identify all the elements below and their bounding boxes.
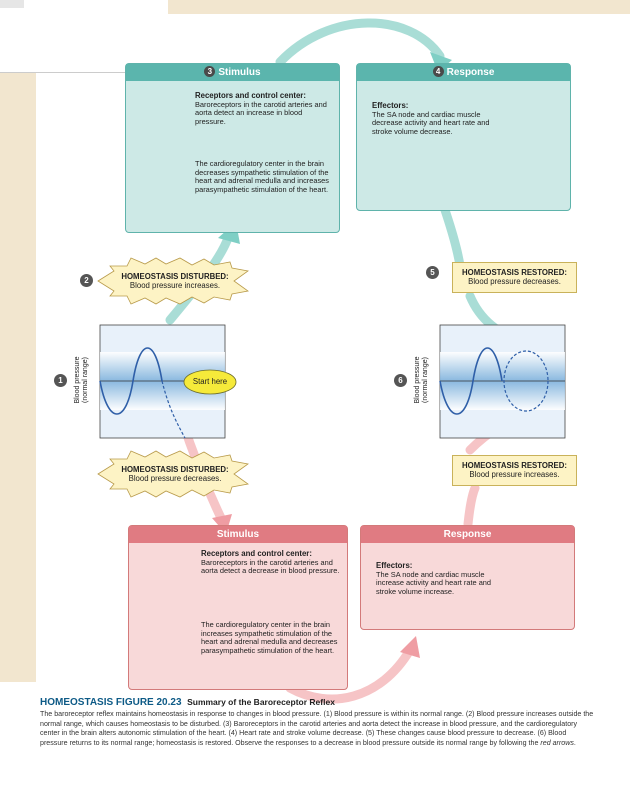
stimulus-box-bottom-title: Stimulus (217, 529, 259, 540)
disturbed-up-text: Blood pressure increases. (130, 281, 220, 290)
response-box-bottom-title: Response (444, 529, 492, 540)
caption-body-italic: red arrows (540, 739, 574, 747)
step-number-5: 5 (426, 266, 439, 279)
stimulus-box-top-title: Stimulus (218, 67, 260, 78)
disturbed-down-heading: HOMEOSTASIS DISTURBED: (120, 465, 230, 474)
disturbed-down-text: Blood pressure decreases. (129, 474, 222, 483)
disturbed-down-label: HOMEOSTASIS DISTURBED:Blood pressure dec… (120, 465, 230, 483)
restored-down-label: HOMEOSTASIS RESTORED:Blood pressure incr… (454, 461, 575, 479)
graph-right-axis-label-2: (normal range) (422, 357, 429, 403)
caption-body-text: The baroreceptor reflex maintains homeos… (40, 710, 593, 747)
restored-down-text: Blood pressure increases. (469, 470, 559, 479)
figure-caption: HOMEOSTASIS FIGURE 20.23 Summary of the … (40, 697, 595, 748)
arrow-response-to-restored-low (468, 488, 475, 524)
stimulus-box-bottom-header: Stimulus (129, 526, 347, 543)
graph-left-axis-label-1: Blood pressure (74, 356, 81, 403)
step-number-4: 4 (433, 66, 444, 77)
disturbed-up-label: HOMEOSTASIS DISTURBED:Blood pressure inc… (120, 272, 230, 290)
restored-up-heading: HOMEOSTASIS RESTORED: (454, 268, 575, 277)
caption-body-end: . (574, 739, 576, 747)
graph-right-axis-label: Blood pressure(normal range) (414, 340, 430, 420)
caption-title: HOMEOSTASIS FIGURE 20.23 Summary of the … (40, 697, 595, 708)
response-top-effectors: Effectors:The SA node and cardiac muscle… (372, 102, 492, 136)
caption-figure-title: Summary of the Baroreceptor Reflex (187, 697, 335, 707)
stimulus-top-receptors-text: Baroreceptors in the carotid arteries an… (195, 100, 327, 126)
response-bottom-effectors: Effectors:The SA node and cardiac muscle… (376, 562, 496, 596)
start-here-label: Start here (186, 377, 234, 386)
step-number-2: 2 (80, 274, 93, 287)
step-number-3: 3 (204, 66, 215, 77)
graph-left-axis-label: Blood pressure(normal range) (74, 340, 90, 420)
response-box-top-title: Response (447, 67, 495, 78)
stimulus-top-receptors: Receptors and control center:Barorecepto… (195, 92, 335, 126)
caption-body: The baroreceptor reflex maintains homeos… (40, 710, 595, 748)
stimulus-bottom-receptors-text: Baroreceptors in the carotid arteries an… (201, 558, 339, 576)
stimulus-bottom-receptors: Receptors and control center:Barorecepto… (201, 550, 343, 576)
graph-right-axis-label-1: Blood pressure (414, 356, 421, 403)
response-top-effectors-text: The SA node and cardiac muscle decrease … (372, 110, 490, 136)
restored-down-heading: HOMEOSTASIS RESTORED: (454, 461, 575, 470)
step-number-1: 1 (54, 374, 67, 387)
graph-right (440, 325, 565, 438)
restored-up-label: HOMEOSTASIS RESTORED:Blood pressure decr… (454, 268, 575, 286)
arrow-stimulus-to-response (280, 23, 440, 62)
graph-left-axis-label-2: (normal range) (82, 357, 89, 403)
restored-up-text: Blood pressure decreases. (468, 277, 561, 286)
step-number-6: 6 (394, 374, 407, 387)
response-bottom-effectors-text: The SA node and cardiac muscle increase … (376, 570, 491, 596)
stimulus-top-brain-text: The cardioregulatory center in the brain… (195, 160, 335, 194)
disturbed-up-heading: HOMEOSTASIS DISTURBED: (120, 272, 230, 281)
response-box-bottom-header: Response (361, 526, 574, 543)
caption-figure-label: HOMEOSTASIS FIGURE 20.23 (40, 697, 182, 708)
stimulus-bottom-brain-text: The cardioregulatory center in the brain… (201, 621, 343, 655)
